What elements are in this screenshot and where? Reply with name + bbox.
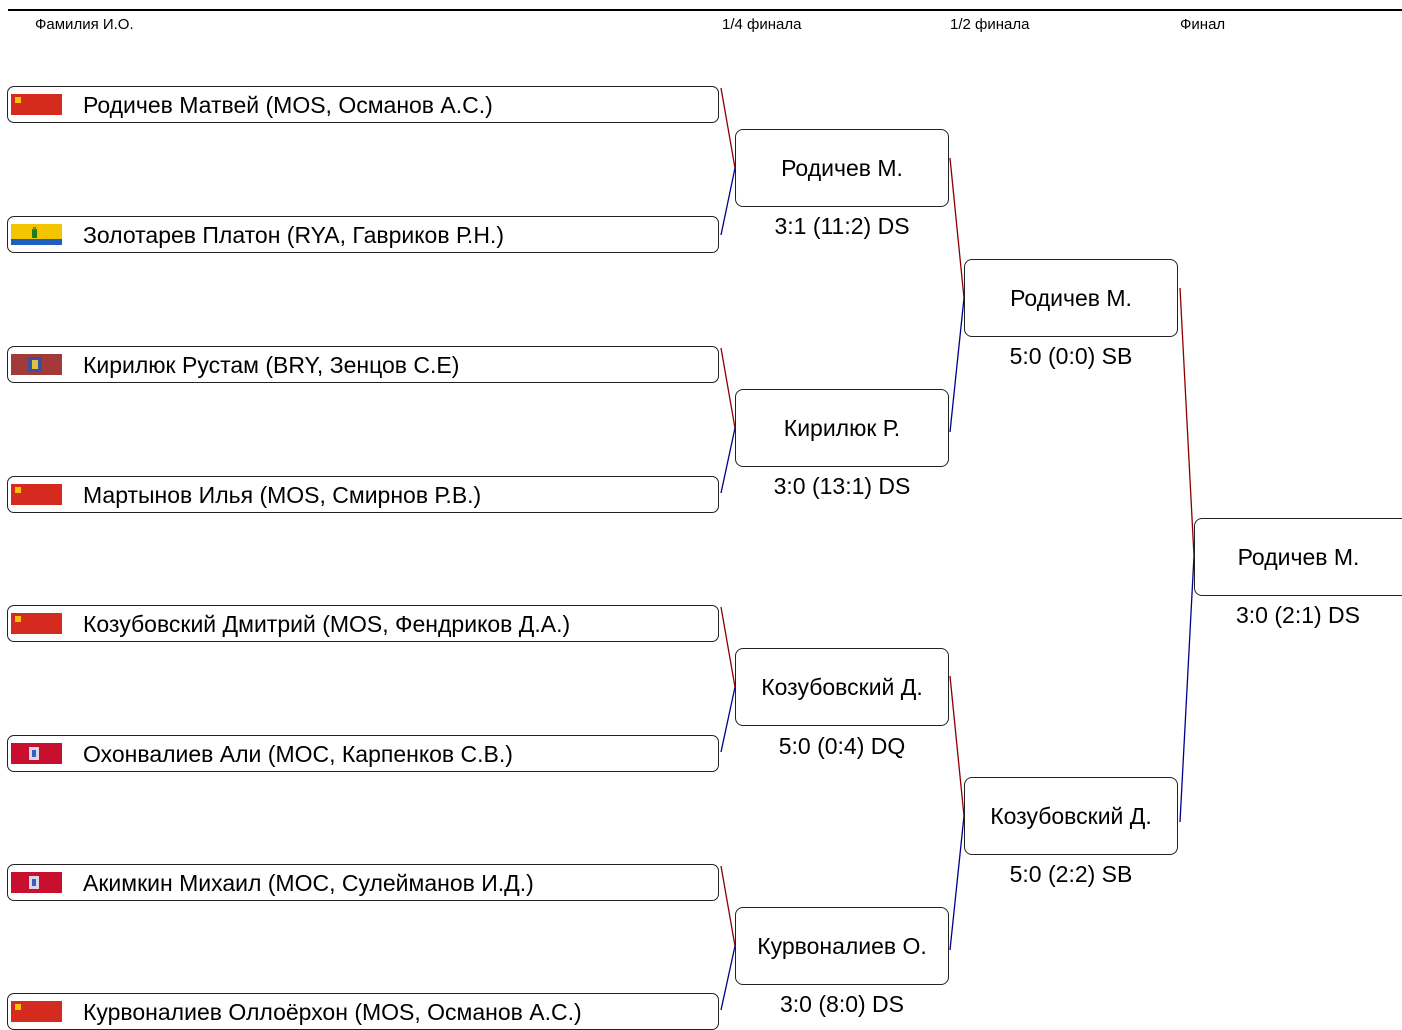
player-name: Кирилюк Рустам (BRY, Зенцов С.Е) [83,352,460,378]
qf-match-box[interactable]: Козубовский Д. [735,648,949,726]
connector-p6-qf3 [720,686,736,753]
player-name: Родичев Матвей (MOS, Османов А.С.) [83,92,493,118]
qf-score: 3:1 (11:2) DS [774,213,910,239]
connector-qf3-sf2 [949,675,965,817]
connector-sf1-final [1179,287,1195,557]
player-row[interactable]: Кирилюк Рустам (BRY, Зенцов С.Е) [7,346,719,383]
moscow-oblast-flag-icon [11,94,62,115]
final-score: 3:0 (2:1) DS [1236,602,1360,628]
player-row[interactable]: Родичев Матвей (MOS, Османов А.С.) [7,86,719,123]
qf-match-box[interactable]: Родичев М. [735,129,949,207]
sf-winner: Козубовский Д. [990,802,1152,829]
header-final: Финал [1180,16,1226,33]
header-rule [8,9,1402,11]
qf-score: 5:0 (0:4) DQ [778,733,906,759]
connector-qf2-sf1 [949,297,965,433]
player-row[interactable]: Мартынов Илья (MOS, Смирнов Р.В.) [7,476,719,513]
player-name: Козубовский Дмитрий (MOS, Фендриков Д.А.… [83,611,571,637]
player-row[interactable]: Козубовский Дмитрий (MOS, Фендриков Д.А.… [7,605,719,642]
qf-winner: Кирилюк Р. [783,414,901,441]
qf-match-box[interactable]: Курвоналиев О. [735,907,949,985]
player-row[interactable]: Курвоналиев Оллоёрхон (MOS, Османов А.С.… [7,993,719,1030]
qf-winner: Курвоналиев О. [757,932,927,959]
qf-winner: Козубовский Д. [761,673,923,700]
sf-match-box[interactable]: Родичев М. [964,259,1178,337]
moscow-city-flag-icon [11,743,62,764]
sf-match-box[interactable]: Козубовский Д. [964,777,1178,855]
moscow-city-flag-icon [11,872,62,893]
qf-winner: Родичев М. [781,154,903,181]
qf-match-box[interactable]: Кирилюк Р. [735,389,949,467]
final-match-box[interactable]: Родичев М. [1194,518,1402,596]
connector-p1-qf1 [720,87,736,169]
connector-p5-qf3 [720,606,736,688]
connector-p8-qf4 [720,945,736,1011]
ryazan-flag-icon [11,224,62,245]
sf-winner: Родичев М. [1010,284,1132,311]
bryansk-flag-icon [11,354,62,375]
player-name: Золотарев Платон (RYA, Гавриков Р.Н.) [83,222,504,248]
header-name: Фамилия И.О. [35,16,134,33]
connector-qf1-sf1 [949,157,965,299]
connector-qf4-sf2 [949,815,965,951]
connector-p7-qf4 [720,865,736,947]
player-name: Акимкин Михаил (MOC, Сулейманов И.Д.) [83,870,534,896]
header-semifinal: 1/2 финала [950,16,1030,33]
connector-sf2-final [1179,555,1195,823]
connector-p2-qf1 [720,167,736,236]
final-winner: Родичев М. [1237,543,1360,570]
player-name: Мартынов Илья (MOS, Смирнов Р.В.) [83,482,482,508]
moscow-oblast-flag-icon [11,613,62,634]
player-name: Охонвалиев Али (MOC, Карпенков С.В.) [83,741,513,767]
sf-score: 5:0 (0:0) SB [1009,343,1133,369]
player-row[interactable]: Акимкин Михаил (MOC, Сулейманов И.Д.) [7,864,719,901]
player-row[interactable]: Золотарев Платон (RYA, Гавриков Р.Н.) [7,216,719,253]
qf-score: 3:0 (13:1) DS [773,473,911,499]
header-quarterfinal: 1/4 финала [722,16,802,33]
moscow-oblast-flag-icon [11,484,62,505]
player-row[interactable]: Охонвалиев Али (MOC, Карпенков С.В.) [7,735,719,772]
connector-p3-qf2 [720,347,736,429]
connector-p4-qf2 [720,427,736,494]
sf-score: 5:0 (2:2) SB [1009,861,1133,887]
player-name: Курвоналиев Оллоёрхон (MOS, Османов А.С.… [83,999,582,1025]
moscow-oblast-flag-icon [11,1001,62,1022]
qf-score: 3:0 (8:0) DS [780,991,904,1017]
